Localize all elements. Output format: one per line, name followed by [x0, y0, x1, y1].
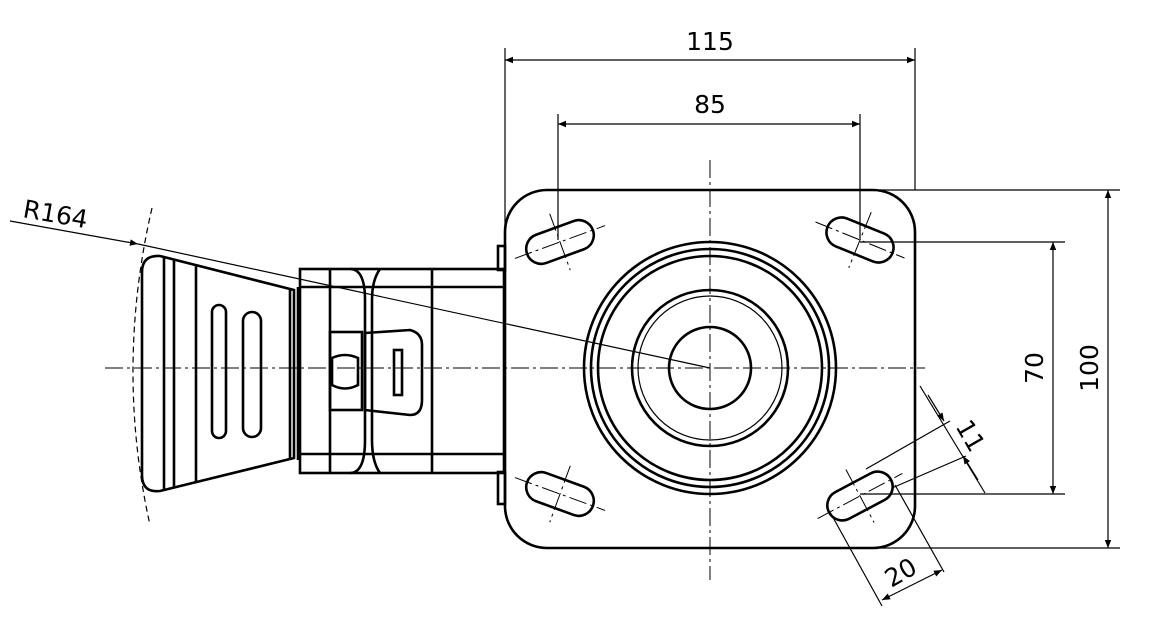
center-lines	[105, 160, 925, 580]
dimension-plate-height: 100	[880, 189, 1120, 549]
brake-pedal	[140, 254, 300, 493]
dimension-label-115: 115	[686, 27, 734, 56]
dimension-plate-width: 115	[504, 27, 916, 246]
dimension-hole-spacing-y: 70	[860, 241, 1065, 495]
dimension-label-100: 100	[1075, 344, 1104, 392]
dimension-radius: R164	[9, 194, 711, 369]
slot-bottom-right	[817, 469, 903, 523]
dimension-label-radius: R164	[21, 194, 90, 234]
slot-bottom-left	[514, 465, 606, 523]
dimension-slot-width: 11	[865, 385, 991, 494]
dimension-hole-spacing-x: 85	[557, 90, 861, 240]
brake-housing	[298, 244, 507, 506]
brake-radius-arc	[132, 207, 153, 526]
slot-top-left	[514, 213, 606, 271]
dimension-label-11: 11	[950, 415, 991, 457]
mounting-slots	[514, 211, 905, 523]
swivel-bearing	[582, 240, 838, 496]
dimension-label-20: 20	[880, 552, 922, 593]
dimension-label-70: 70	[1020, 352, 1049, 384]
dimension-label-85: 85	[694, 90, 726, 119]
